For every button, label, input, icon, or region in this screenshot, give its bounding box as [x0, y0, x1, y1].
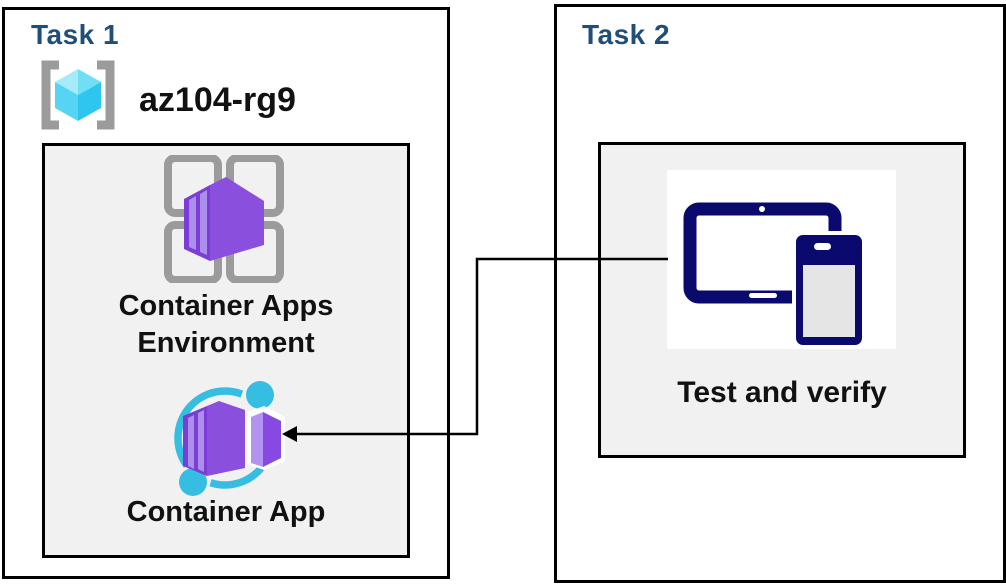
test-and-verify-label: Test and verify — [677, 376, 887, 409]
task1-box: Task 1 az104-rg9 — [2, 7, 450, 579]
devices-icon — [667, 170, 896, 349]
resource-group-icon — [35, 60, 121, 135]
environment-label: Container Apps Environment — [45, 288, 407, 362]
resource-group-name: az104-rg9 — [139, 81, 296, 119]
resource-group-row: az104-rg9 — [35, 60, 296, 135]
container-app-label: Container App — [126, 496, 326, 528]
container-apps-environment-box: Container Apps Environment Container App — [42, 143, 410, 558]
task1-title: Task 1 — [31, 19, 120, 50]
container-apps-environment-icon — [162, 154, 286, 288]
task2-box: Task 2 Test and verify — [554, 4, 1006, 583]
task2-title: Task 2 — [582, 19, 671, 50]
environment-label-line1: Container Apps — [118, 290, 334, 322]
environment-label-line2: Environment — [137, 327, 315, 359]
container-app-icon — [163, 378, 289, 507]
test-and-verify-box: Test and verify — [598, 142, 966, 458]
